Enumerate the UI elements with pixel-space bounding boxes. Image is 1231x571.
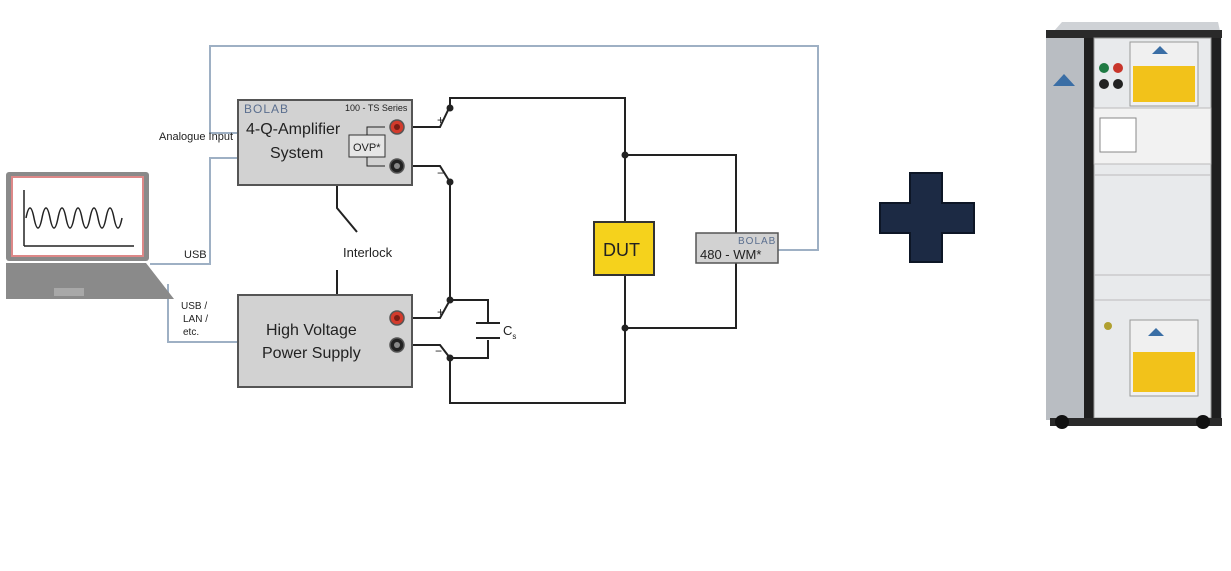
usb-lan-label-2: LAN / — [183, 314, 208, 325]
amplifier-minus-sign: − — [437, 166, 444, 180]
plus-sign-icon — [879, 172, 975, 263]
signal-wires — [150, 45, 819, 343]
usb-label: USB — [184, 249, 207, 261]
dut-label: DUT — [603, 240, 640, 260]
test-cabinet-image — [1046, 22, 1222, 429]
interlock-wire — [336, 185, 358, 233]
analogue-input-wire — [209, 45, 819, 251]
wattmeter-box: BOLAB 480 - WM* — [695, 232, 779, 264]
amplifier-box: BOLAB 100 - TS Series 4-Q-Amplifier Syst… — [237, 99, 413, 186]
amplifier-series: 100 - TS Series — [345, 103, 408, 113]
power-supply-box: High Voltage Power Supply — [237, 294, 413, 388]
usb-lan-label-1: USB / — [181, 301, 207, 312]
wattmeter-label: 480 - WM* — [700, 247, 761, 262]
capacitor-symbol — [476, 322, 500, 339]
power-supply-title-1: High Voltage — [266, 322, 357, 339]
usb-lan-wire — [167, 284, 238, 343]
power-supply-title-2: Power Supply — [262, 345, 361, 362]
laptop-icon — [6, 172, 174, 299]
amplifier-brand: BOLAB — [244, 102, 289, 116]
interlock-label: Interlock — [343, 245, 393, 260]
power-supply-minus-sign: − — [435, 344, 442, 358]
waveform — [25, 207, 123, 229]
amplifier-plus-sign: + — [437, 113, 444, 127]
usb-wire — [150, 157, 238, 265]
amplifier-title-2: System — [270, 145, 323, 162]
junction-dots — [446, 104, 629, 362]
amplifier-title-1: 4-Q-Amplifier — [246, 121, 341, 138]
ovp-label: OVP* — [353, 142, 381, 154]
dut-box — [593, 221, 655, 276]
analogue-input-label: Analogue Input — [159, 131, 233, 143]
usb-lan-label-3: etc. — [183, 327, 199, 338]
power-supply-plus-sign: + — [437, 305, 444, 319]
wattmeter-brand: BOLAB — [738, 236, 776, 247]
capacitor-label: Cs — [503, 323, 516, 341]
